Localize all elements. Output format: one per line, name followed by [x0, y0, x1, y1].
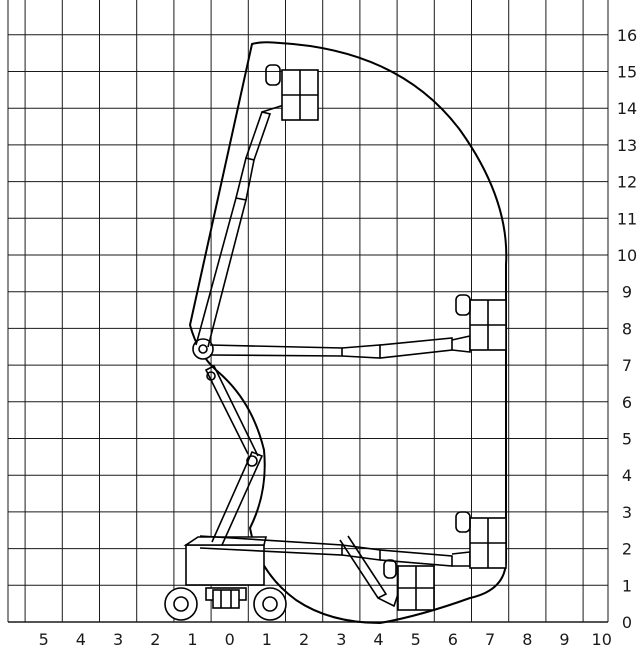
- x-tick-label: 5: [411, 630, 421, 649]
- y-tick-label: 2: [622, 540, 632, 559]
- y-tick-label: 5: [622, 430, 632, 449]
- boom-lift-illustration: [164, 64, 507, 621]
- y-tick-label: 8: [622, 319, 632, 338]
- x-tick-label: 1: [262, 630, 272, 649]
- x-tick-label: 4: [373, 630, 383, 649]
- main-boom-low: [199, 511, 507, 569]
- x-tick-label: 8: [522, 630, 532, 649]
- y-tick-label: 14: [617, 99, 637, 118]
- x-tick-label: 2: [299, 630, 309, 649]
- working-envelope-outline: [188, 41, 508, 625]
- wheel-left: [164, 587, 198, 621]
- y-tick-label: 3: [622, 503, 632, 522]
- x-tick-label: 4: [76, 630, 86, 649]
- y-tick-label: 6: [622, 393, 632, 412]
- y-tick-label: 15: [617, 63, 637, 82]
- y-tick-label: 16: [617, 26, 637, 45]
- y-tick-label: 0: [622, 613, 632, 632]
- x-tick-label: 9: [559, 630, 569, 649]
- chassis: [164, 536, 287, 621]
- x-tick-label: 10: [592, 630, 612, 649]
- x-tick-label: 3: [336, 630, 346, 649]
- main-boom-down: [339, 535, 435, 611]
- main-boom-horizontal: [209, 294, 507, 359]
- x-tick-label: 6: [448, 630, 458, 649]
- y-tick-label: 12: [617, 173, 637, 192]
- x-tick-label: 7: [485, 630, 495, 649]
- lower-boom: [192, 338, 264, 546]
- y-tick-label: 13: [617, 136, 637, 155]
- y-tick-label: 11: [617, 209, 637, 228]
- main-boom-vertical: [195, 64, 319, 348]
- x-tick-label: 3: [113, 630, 123, 649]
- y-tick-label: 1: [622, 576, 632, 595]
- y-tick-label: 4: [622, 466, 632, 485]
- x-tick-label: 1: [187, 630, 197, 649]
- y-tick-label: 7: [622, 356, 632, 375]
- x-tick-label: 2: [150, 630, 160, 649]
- x-tick-label: 5: [39, 630, 49, 649]
- wheel-right: [253, 587, 287, 621]
- y-tick-label: 10: [617, 246, 637, 265]
- y-tick-label: 9: [622, 283, 632, 302]
- x-tick-label: 0: [225, 630, 235, 649]
